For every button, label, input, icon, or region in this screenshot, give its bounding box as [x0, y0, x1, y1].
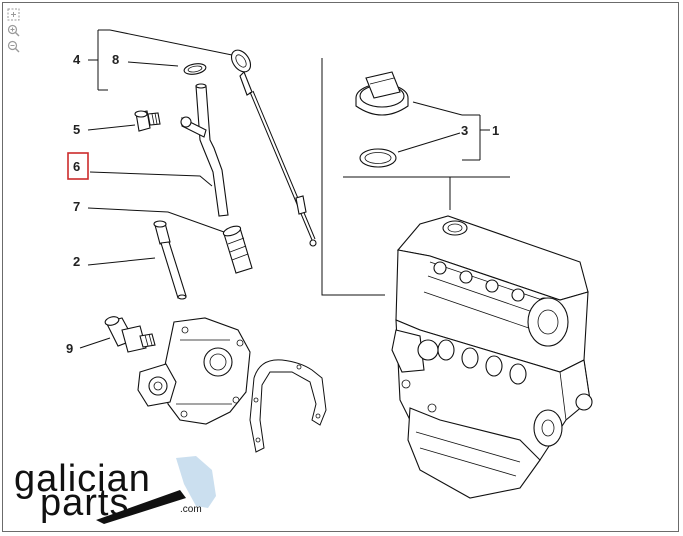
part-6-dipstick-tube[interactable]: [180, 83, 229, 217]
logo-map-shape: [176, 456, 216, 508]
part-9-sensor[interactable]: [104, 315, 156, 353]
logo-line1: galician: [14, 458, 151, 500]
oil-pump-cover: [137, 317, 251, 425]
callout-8[interactable]: 8: [112, 52, 119, 67]
callout-1[interactable]: 1: [492, 123, 499, 138]
engine-block: [391, 215, 593, 499]
callout-3[interactable]: 3: [461, 123, 468, 138]
callout-labels: 4 8 5 6 7 2 9 3 1: [66, 52, 499, 356]
callout-4[interactable]: 4: [73, 52, 81, 67]
callout-7[interactable]: 7: [73, 199, 80, 214]
part-8-oring[interactable]: [183, 62, 207, 76]
zoom-in-icon[interactable]: [6, 23, 21, 37]
part-3-seal[interactable]: [359, 148, 397, 168]
galicianparts-logo: galician parts .com: [14, 456, 216, 524]
part-2-tube[interactable]: [153, 220, 187, 300]
part-7-sleeve[interactable]: [222, 224, 253, 274]
callout-6[interactable]: 6: [73, 159, 80, 174]
ports: [437, 339, 527, 385]
leader-lines: [79, 29, 510, 349]
callout-5[interactable]: 5: [73, 122, 80, 137]
part-5-bolt[interactable]: [134, 110, 161, 132]
fit-to-window-icon[interactable]: [6, 7, 21, 21]
part-1-filler-cap[interactable]: [355, 71, 409, 116]
zoom-out-icon[interactable]: [6, 39, 21, 53]
highlight-box-6: [67, 152, 89, 180]
timing-cover-gasket: [249, 359, 327, 453]
logo-swoosh: [96, 490, 186, 524]
callout-2[interactable]: 2: [73, 254, 80, 269]
logo-suffix: .com: [180, 504, 202, 515]
callout-9[interactable]: 9: [66, 341, 73, 356]
part-4-dipstick[interactable]: [228, 47, 317, 247]
